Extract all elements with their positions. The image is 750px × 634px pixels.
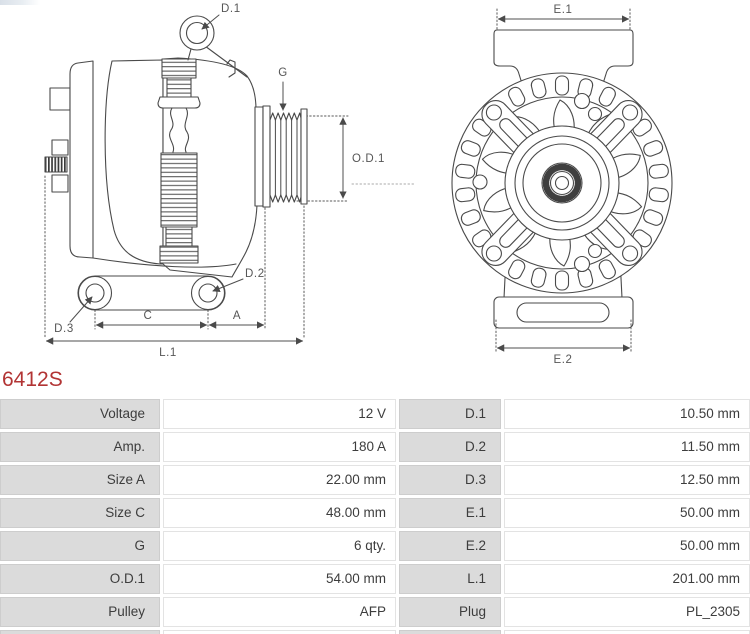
- dim-label-d3: D.3: [54, 323, 74, 335]
- dim-label-d2: D.2: [245, 268, 265, 280]
- spec-value: 50.00 mm: [504, 531, 750, 561]
- spec-value: PL_2305: [504, 597, 750, 627]
- spec-value: 54.00 mm: [163, 564, 396, 594]
- spec-value-partial: [504, 630, 750, 634]
- threaded-stud: [44, 156, 68, 173]
- part-code-link[interactable]: 6412S: [2, 368, 63, 391]
- spec-label: G: [0, 531, 160, 561]
- shaft-hub: [504, 125, 620, 241]
- spec-value: 22.00 mm: [163, 465, 396, 495]
- side-view-dimensions: [45, 14, 347, 345]
- technical-drawing: D.1 G O.D.1 C A L.1 D.3 D.2 E.1: [44, 3, 673, 366]
- spec-value: 12 V: [163, 399, 396, 429]
- dim-label-e2: E.2: [553, 354, 572, 366]
- spec-label-partial: [0, 630, 160, 634]
- spec-value: 50.00 mm: [504, 498, 750, 528]
- alternator-side-view: D.1 G O.D.1 C A L.1 D.3 D.2: [44, 3, 416, 359]
- alternator-front-view: E.1: [451, 4, 673, 366]
- mid-housing: [104, 59, 164, 265]
- spec-label: E.1: [399, 498, 501, 528]
- spec-label: Size A: [0, 465, 160, 495]
- spec-value: AFP: [163, 597, 396, 627]
- spec-value: 12.50 mm: [504, 465, 750, 495]
- dim-label-g: G: [278, 67, 288, 79]
- spec-value: 201.00 mm: [504, 564, 750, 594]
- dim-label-od1: O.D.1: [352, 153, 385, 165]
- dim-label-l1: L.1: [159, 347, 177, 359]
- bolt-holes: [472, 92, 603, 273]
- spec-value: 48.00 mm: [163, 498, 396, 528]
- dim-label-a: A: [233, 310, 241, 322]
- spline-teeth: [542, 163, 582, 203]
- spec-label: D.3: [399, 465, 501, 495]
- rear-cover: [69, 60, 94, 259]
- stator-fins: [157, 58, 201, 264]
- spec-label: Size C: [0, 498, 160, 528]
- spec-value: 180 A: [163, 432, 396, 462]
- spec-label: D.1: [399, 399, 501, 429]
- bottom-bracket-slot: [516, 302, 610, 323]
- spec-label-partial: [399, 630, 501, 634]
- spec-label: Plug: [399, 597, 501, 627]
- dim-label-c: C: [144, 310, 153, 322]
- dim-label-e1: E.1: [553, 4, 572, 16]
- housing-tab: [226, 59, 236, 78]
- spec-label: Voltage: [0, 399, 160, 429]
- rear-terminals: [44, 87, 71, 193]
- pulley-seat: [254, 106, 264, 207]
- spec-label: O.D.1: [0, 564, 160, 594]
- pulley-rear-flange: [262, 105, 271, 208]
- housing-underside: [92, 257, 237, 268]
- spec-label: Amp.: [0, 432, 160, 462]
- dim-guide-lines: [44, 115, 349, 338]
- spec-value: 11.50 mm: [504, 432, 750, 462]
- cropped-logo-sliver: [0, 0, 40, 5]
- spec-value-partial: [163, 630, 396, 634]
- dim-label-d1: D.1: [221, 3, 241, 15]
- spec-label: E.2: [399, 531, 501, 561]
- spec-value: 10.50 mm: [504, 399, 750, 429]
- spec-label: L.1: [399, 564, 501, 594]
- pulley-grooves: [269, 112, 302, 203]
- spec-table: Voltage 12 V D.1 10.50 mm Amp. 180 A D.2…: [0, 399, 750, 634]
- spec-label: Pulley: [0, 597, 160, 627]
- spec-label: D.2: [399, 432, 501, 462]
- pulley-front-flange: [300, 108, 308, 205]
- spec-value: 6 qty.: [163, 531, 396, 561]
